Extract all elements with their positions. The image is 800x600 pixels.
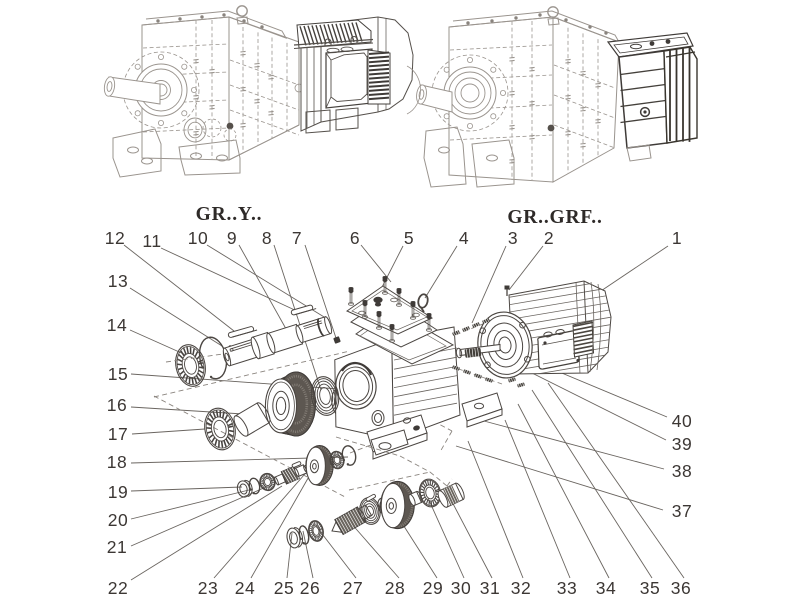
svg-text:21: 21	[107, 537, 127, 557]
svg-text:10: 10	[188, 228, 208, 248]
svg-text:16: 16	[107, 395, 127, 415]
svg-text:14: 14	[107, 315, 127, 335]
svg-text:38: 38	[672, 461, 692, 481]
svg-text:20: 20	[108, 510, 128, 530]
svg-text:27: 27	[343, 578, 363, 598]
svg-text:6: 6	[350, 228, 360, 248]
svg-text:3: 3	[508, 228, 518, 248]
svg-text:12: 12	[105, 228, 125, 248]
svg-text:36: 36	[671, 578, 691, 598]
svg-text:GR..GRF..: GR..GRF..	[507, 207, 602, 228]
svg-text:40: 40	[672, 411, 692, 431]
svg-text:31: 31	[480, 578, 500, 598]
svg-text:30: 30	[451, 578, 471, 598]
svg-text:39: 39	[672, 434, 692, 454]
svg-text:22: 22	[108, 578, 128, 598]
svg-text:18: 18	[107, 452, 127, 472]
svg-text:32: 32	[511, 578, 531, 598]
svg-text:5: 5	[404, 228, 414, 248]
svg-text:35: 35	[640, 578, 660, 598]
svg-text:13: 13	[108, 271, 128, 291]
svg-text:29: 29	[423, 578, 443, 598]
svg-text:7: 7	[292, 228, 302, 248]
svg-text:37: 37	[672, 501, 692, 521]
svg-text:19: 19	[108, 482, 128, 502]
svg-text:11: 11	[142, 231, 161, 251]
svg-text:24: 24	[235, 578, 255, 598]
svg-text:23: 23	[198, 578, 218, 598]
svg-text:33: 33	[557, 578, 577, 598]
svg-text:17: 17	[108, 424, 128, 444]
svg-text:28: 28	[385, 578, 405, 598]
svg-text:GR..Y..: GR..Y..	[196, 204, 263, 225]
svg-text:9: 9	[227, 228, 237, 248]
svg-text:25: 25	[274, 578, 294, 598]
svg-text:8: 8	[262, 228, 272, 248]
svg-text:1: 1	[672, 228, 682, 248]
svg-text:2: 2	[544, 228, 554, 248]
svg-text:26: 26	[300, 578, 320, 598]
svg-text:15: 15	[108, 364, 128, 384]
svg-text:4: 4	[459, 228, 469, 248]
svg-text:34: 34	[596, 578, 616, 598]
